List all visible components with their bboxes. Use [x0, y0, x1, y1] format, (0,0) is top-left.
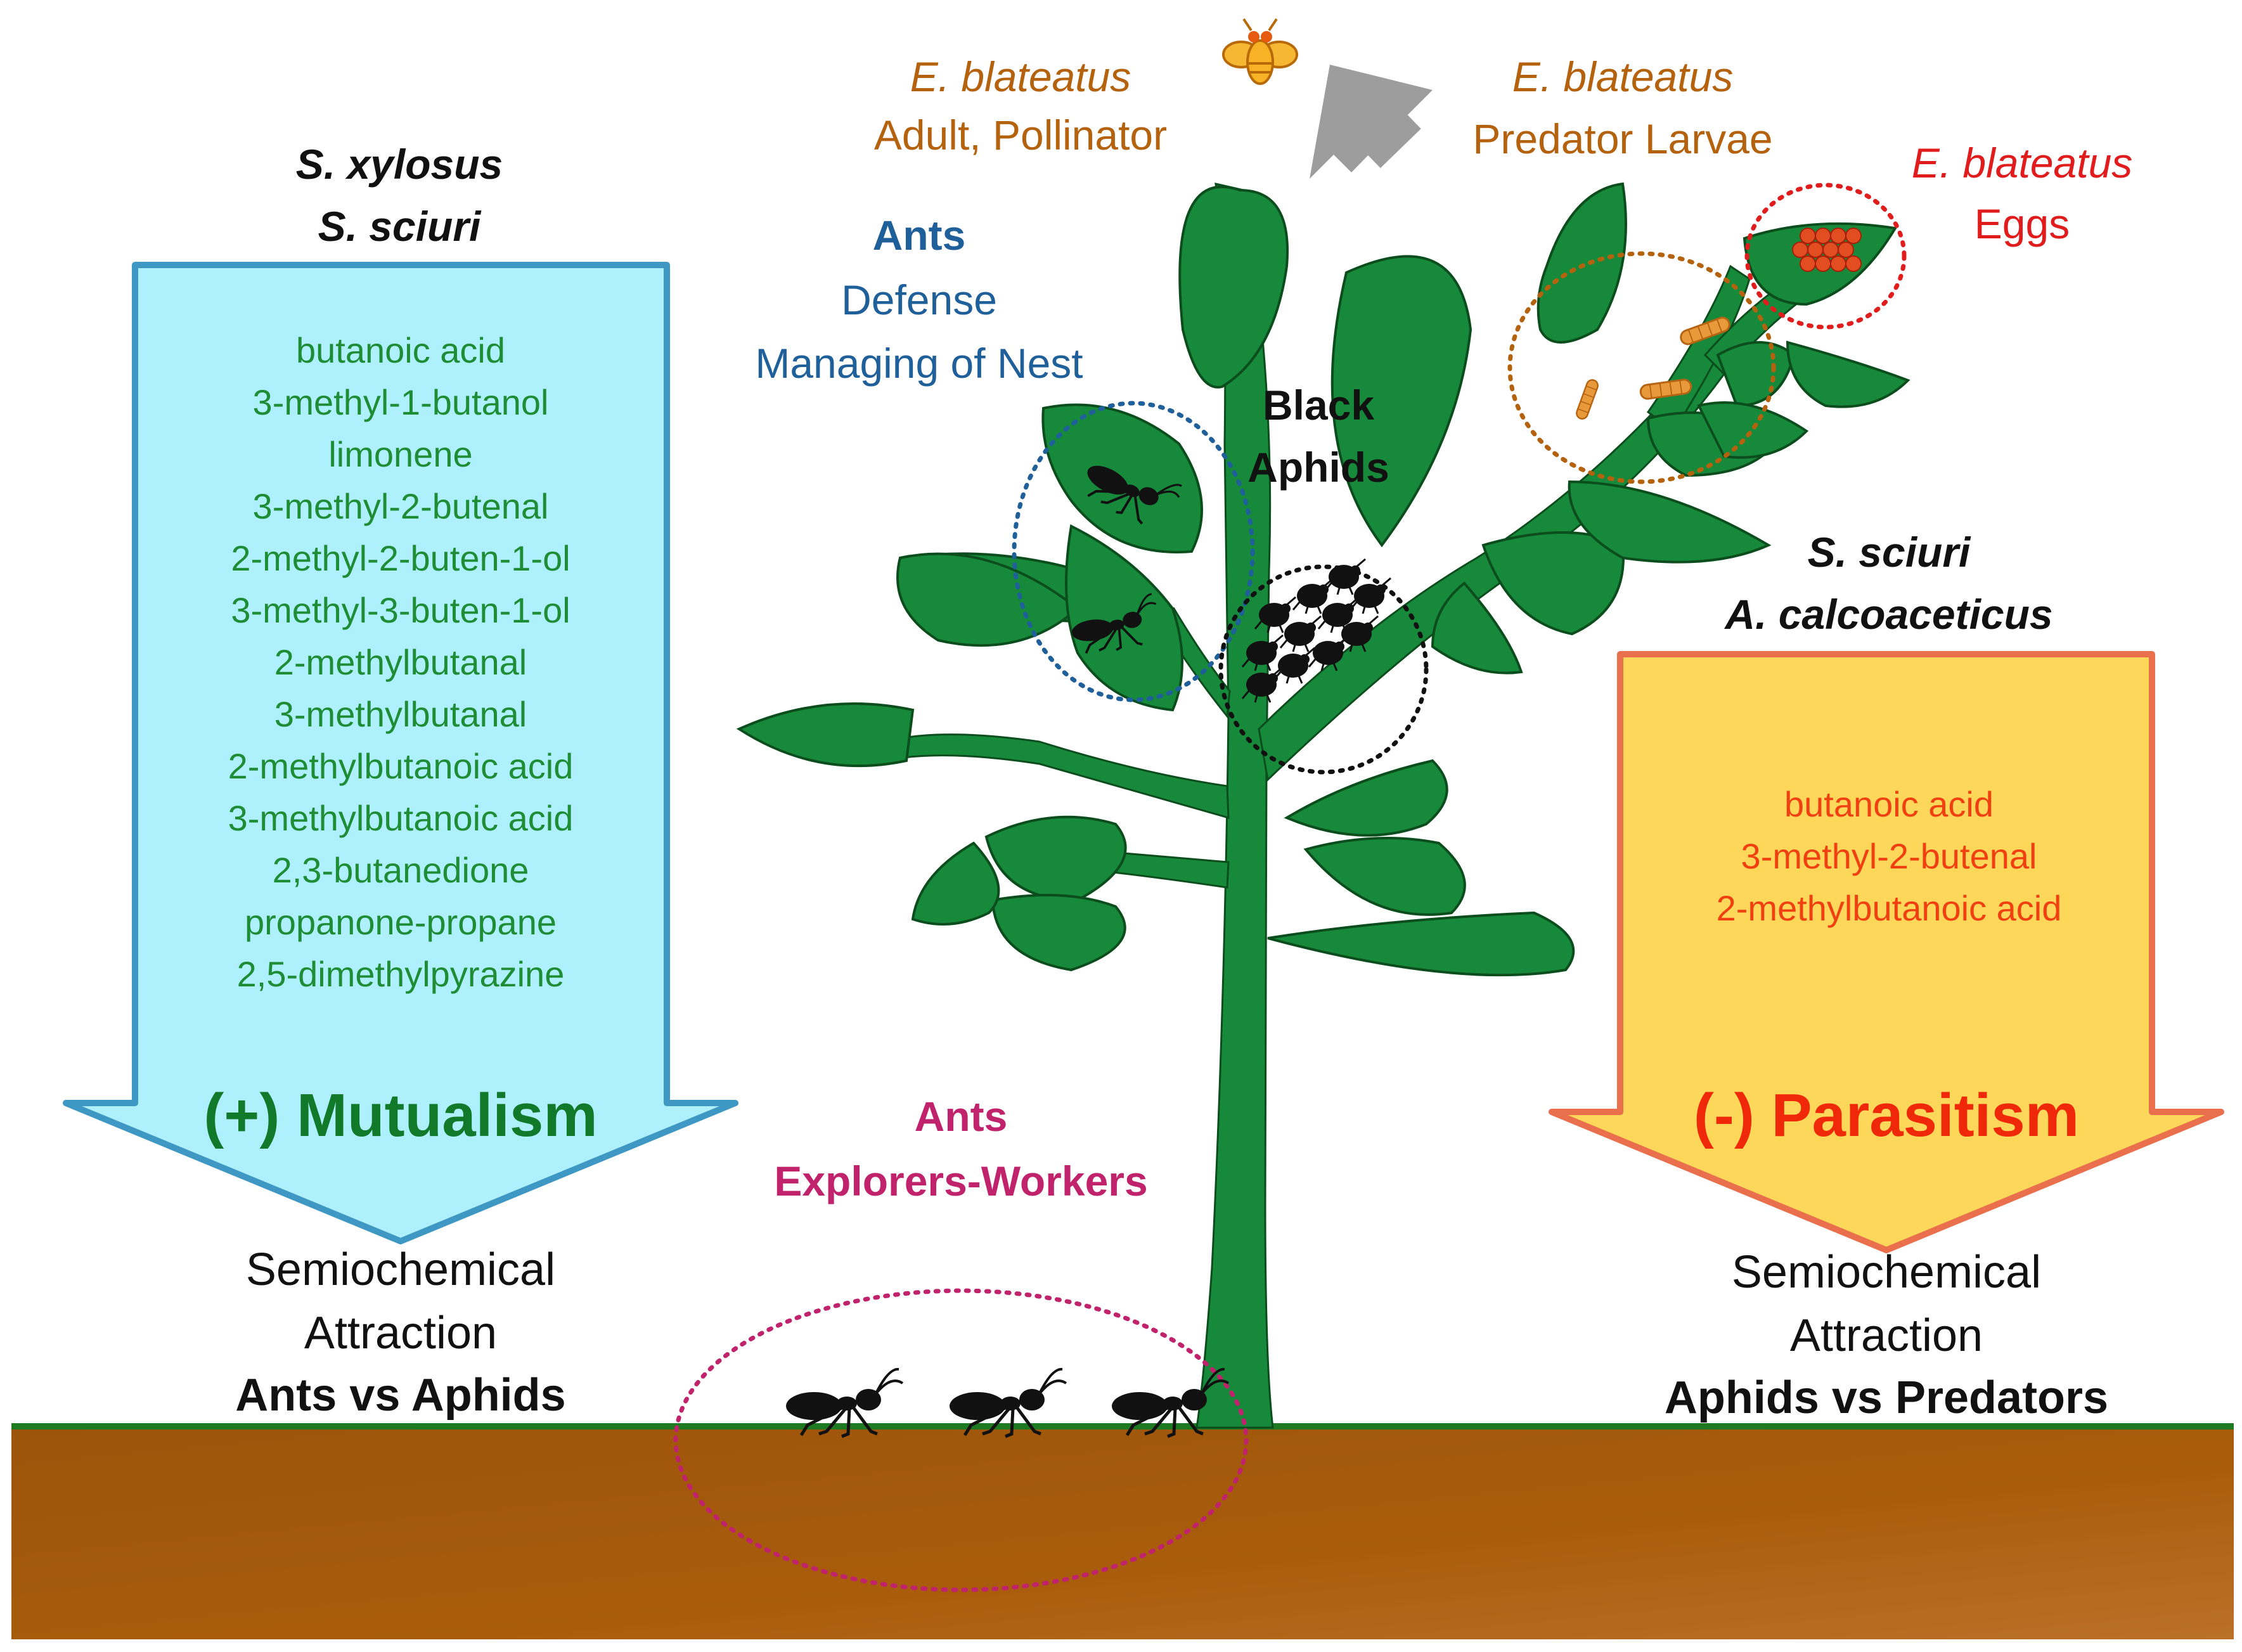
compound-item: 3-methylbutanal [274, 694, 527, 734]
ants-explorers-label-2: Explorers-Workers [774, 1158, 1148, 1204]
adult-role-label: Adult, Pollinator [873, 112, 1168, 158]
compound-item: 3-methyl-1-butanol [252, 382, 549, 422]
right-caption-2: Attraction [1789, 1310, 1983, 1361]
compound-item: 3-methylbutanoic acid [228, 798, 574, 838]
mutualism-arrow [63, 262, 738, 1244]
left-bacteria-2: S. sciuri [318, 203, 481, 250]
parasitism-arrow [1549, 651, 2224, 1253]
compound-item: 2,3-butanedione [272, 850, 529, 890]
compound-item: limonene [328, 434, 473, 474]
left-compound-list: butanoic acid 3-methyl-1-butanol limonen… [147, 325, 654, 1000]
hoverfly-icon [1222, 18, 1298, 85]
parasitism-label: (-) Parasitism [1693, 1081, 2080, 1149]
left-bacteria-1: S. xylosus [295, 141, 503, 188]
grey-up-left-arrow-icon [1310, 65, 1433, 179]
larvae-circle [1507, 251, 1776, 484]
aphids-circle [1218, 564, 1429, 775]
compound-item: 2-methylbutanal [274, 642, 527, 682]
right-bacteria-1: S. sciuri [1807, 529, 1971, 576]
right-caption-1: Semiochemical [1731, 1247, 2042, 1298]
left-caption-bold: Ants vs Aphids [235, 1370, 566, 1421]
larvae-role-label: Predator Larvae [1472, 115, 1773, 162]
larva-icon [1574, 377, 1601, 422]
compound-item: 3-methyl-2-butenal [1741, 836, 2037, 876]
right-bacteria-2: A. calcoaceticus [1725, 591, 2053, 638]
aphids-label-1: Black [1262, 382, 1375, 429]
eggs-species-label: E. blateatus [1911, 139, 2133, 186]
ants-explorers-circle [673, 1288, 1249, 1592]
larvae-species-label: E. blateatus [1512, 53, 1734, 100]
mutualism-label: (+) Mutualism [203, 1081, 598, 1149]
compound-item: 2,5-dimethylpyrazine [236, 954, 565, 994]
ants-defense-title: Ants [872, 212, 966, 259]
eggs-circle [1744, 183, 1907, 330]
compound-item: butanoic acid [295, 330, 505, 370]
ground-soil [11, 1426, 2234, 1639]
ants-defense-line-2: Managing of Nest [755, 340, 1083, 387]
compound-item: 3-methyl-2-butenal [252, 486, 549, 526]
adult-species-label: E. blateatus [910, 53, 1131, 100]
left-caption-1: Semiochemical [245, 1244, 556, 1295]
ants-explorers-label-1: Ants [914, 1093, 1008, 1140]
compound-item: propanone-propane [245, 902, 557, 942]
left-caption-2: Attraction [304, 1308, 498, 1358]
aphids-label-2: Aphids [1247, 444, 1389, 491]
leaves [736, 182, 1910, 977]
compound-item: 2-methylbutanoic acid [1716, 888, 2062, 928]
egg-cluster-icon [1792, 228, 1862, 272]
eggs-role-label: Eggs [1974, 200, 2070, 247]
right-compound-list: butanoic acid 3-methyl-2-butenal 2-methy… [1635, 778, 2142, 934]
compound-item: butanoic acid [1784, 784, 1994, 824]
ants-defense-circle [1012, 401, 1255, 702]
compound-item: 3-methyl-3-buten-1-ol [231, 590, 570, 630]
compound-item: 2-methyl-2-buten-1-ol [231, 538, 570, 578]
ants-defense-line-1: Defense [841, 276, 997, 323]
compound-item: 2-methylbutanoic acid [228, 746, 574, 786]
right-caption-bold: Aphids vs Predators [1664, 1372, 2109, 1423]
